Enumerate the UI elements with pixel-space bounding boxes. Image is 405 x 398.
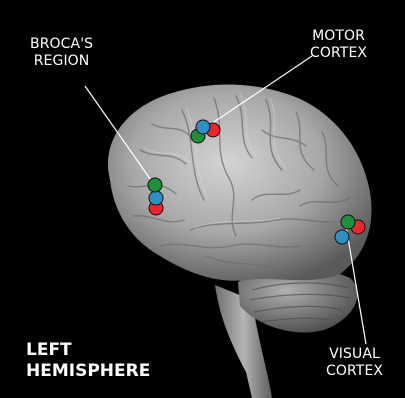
visual-label-line2: CORTEX <box>326 363 383 380</box>
broca-label: BROCA'S REGION <box>30 36 93 70</box>
broca-label-line1: BROCA'S <box>30 36 93 53</box>
motor-label: MOTOR CORTEX <box>310 28 367 62</box>
visual-label-line1: VISUAL <box>326 346 383 363</box>
broca-blue-marker <box>149 191 163 205</box>
motor-label-line1: MOTOR <box>310 28 367 45</box>
hemisphere-label-line2: HEMISPHERE <box>26 361 150 382</box>
broca-markers <box>148 178 163 215</box>
broca-label-line2: REGION <box>30 53 93 70</box>
visual-blue-marker <box>335 230 349 244</box>
hemisphere-label-line1: LEFT <box>26 340 150 361</box>
hemisphere-label: LEFT HEMISPHERE <box>26 340 150 382</box>
visual-label: VISUAL CORTEX <box>326 346 383 380</box>
visual-green-marker <box>341 215 355 229</box>
broca-green-marker <box>148 178 162 192</box>
cerebrum <box>108 84 372 280</box>
motor-label-line2: CORTEX <box>310 45 367 62</box>
motor-blue-marker <box>196 120 210 134</box>
